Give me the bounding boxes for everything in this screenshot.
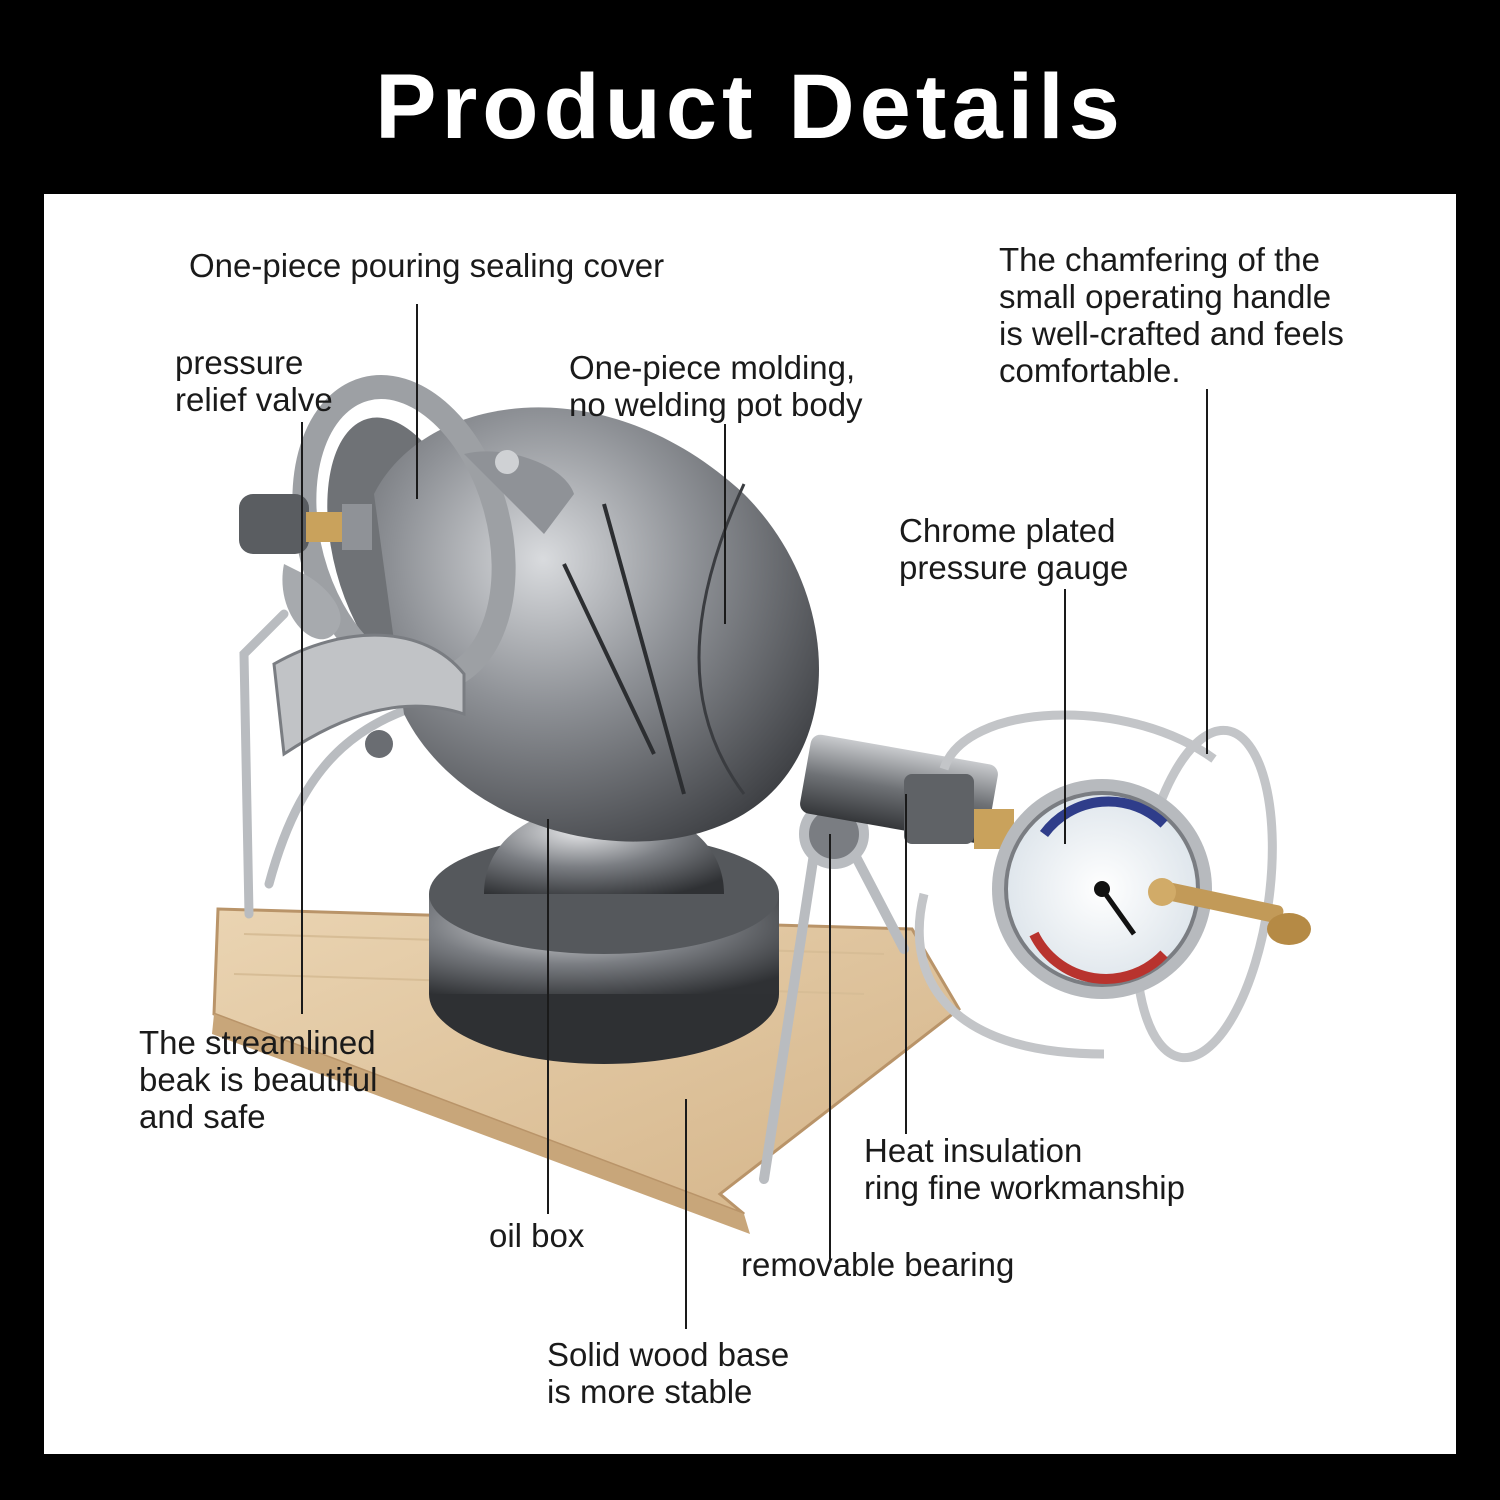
callout-wood-base: Solid wood base is more stable (547, 1336, 790, 1410)
leader-lines (301, 304, 1208, 1329)
callout-gauge: Chrome plated pressure gauge (899, 512, 1129, 586)
page-title: Product Details (375, 56, 1125, 158)
oil-box (429, 804, 779, 1064)
pot-body (327, 407, 819, 842)
callout-pot-body: One-piece molding, no welding pot body (569, 349, 863, 423)
lid-clamp (272, 633, 466, 758)
callout-oil-box: oil box (489, 1217, 585, 1254)
callout-sealing-cover: One-piece pouring sealing cover (189, 247, 665, 284)
callout-bearing: removable bearing (741, 1246, 1015, 1283)
callout-beak: The streamlined beak is beautiful and sa… (139, 1024, 378, 1135)
callout-handle: The chamfering of the small operating ha… (999, 241, 1344, 389)
relief-valve (239, 494, 372, 640)
sealing-cover (292, 375, 574, 693)
pressure-gauge (992, 779, 1212, 999)
product-illustration (212, 304, 1311, 1329)
callout-relief-valve: pressure relief valve (175, 344, 333, 418)
product-panel: One-piece pouring sealing cover pressure… (44, 194, 1456, 1454)
callout-insulation: Heat insulation ring fine workmanship (864, 1132, 1185, 1206)
brass-knob (1148, 878, 1311, 945)
